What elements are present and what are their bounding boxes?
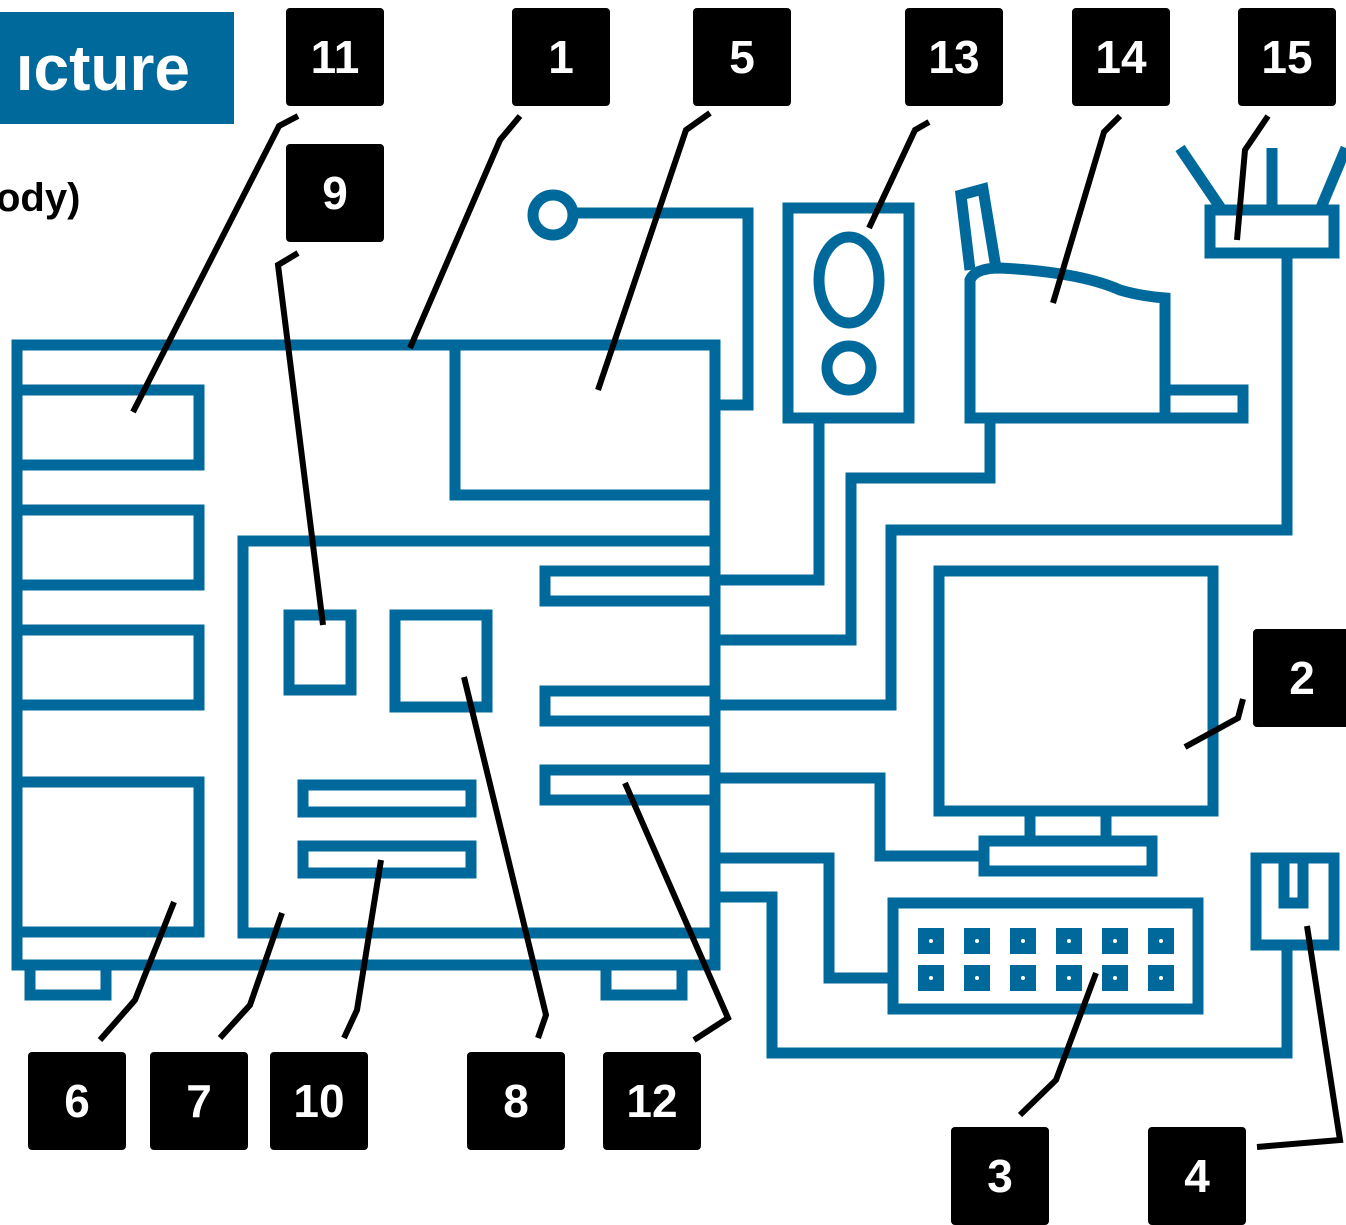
badge-5: 5 — [693, 8, 791, 106]
router-cable — [715, 253, 1293, 711]
keyboard-keys — [918, 928, 1174, 991]
keyboard — [887, 897, 1204, 1015]
subtitle: ody) — [0, 176, 81, 220]
speaker-woofer — [813, 231, 885, 329]
printer-cable — [715, 418, 996, 646]
speaker-tweeter — [821, 340, 877, 396]
microphone-cable — [573, 207, 754, 411]
motherboard — [237, 535, 721, 939]
expansion-slot-1 — [539, 565, 721, 607]
leader-6 — [97, 900, 177, 1042]
leader-1 — [407, 114, 523, 350]
leader-9 — [274, 250, 326, 626]
badge-11: 11 — [286, 8, 384, 106]
speaker-cable — [715, 418, 825, 586]
leader-8 — [461, 676, 550, 1039]
printer-paper — [954, 182, 1002, 271]
badge-2: 2 — [1253, 629, 1346, 727]
printer-body — [964, 262, 1171, 424]
microphone-head — [527, 189, 579, 241]
router-antenna-right — [1314, 145, 1346, 213]
badge-14: 14 — [1072, 8, 1170, 106]
badge-3: 3 — [951, 1127, 1049, 1225]
speaker-box — [782, 202, 915, 424]
badge-12: 12 — [603, 1052, 701, 1150]
leader-12 — [622, 781, 732, 1043]
router-body — [1204, 204, 1340, 259]
title-text: ıcture — [15, 32, 190, 104]
badge-9: 9 — [286, 144, 384, 242]
keyboard-cable — [715, 852, 893, 984]
badge-13: 13 — [905, 8, 1003, 106]
leader-11 — [130, 113, 300, 414]
mouse-body — [1250, 852, 1340, 951]
mouse-cable — [715, 891, 1293, 1059]
case-foot-right — [600, 959, 688, 1001]
power-supply-unit — [449, 339, 721, 501]
leader-10 — [341, 859, 384, 1040]
monitor-screen — [933, 565, 1219, 817]
leader-13 — [866, 119, 931, 230]
leader-lines — [97, 110, 1344, 1150]
router-antenna-left — [1175, 144, 1227, 214]
leader-15 — [1234, 114, 1271, 241]
badge-15: 15 — [1238, 8, 1336, 106]
leader-3 — [1017, 971, 1099, 1118]
monitor-cable — [715, 772, 984, 862]
leader-2 — [1183, 698, 1246, 750]
title-banner: ıcture — [0, 12, 234, 124]
mouse-button — [1278, 858, 1309, 909]
expansion-slot-2 — [539, 685, 721, 727]
memory-slot-1 — [297, 779, 477, 818]
drive-bay-2 — [11, 504, 205, 591]
drive-bay-1 — [11, 384, 205, 471]
drive-bay-3 — [11, 624, 205, 711]
power-supply — [11, 776, 205, 938]
case-foot-left — [24, 959, 112, 1001]
cpu — [389, 609, 493, 713]
badge-7: 7 — [150, 1052, 248, 1150]
leader-7 — [217, 912, 285, 1041]
monitor-base — [978, 835, 1158, 877]
badge-1: 1 — [512, 8, 610, 106]
leader-14 — [1050, 113, 1123, 304]
memory-slot-2 — [297, 840, 477, 879]
badge-6: 6 — [28, 1052, 126, 1150]
badge-10: 10 — [270, 1052, 368, 1150]
chip-small — [283, 609, 357, 696]
badge-8: 8 — [467, 1052, 565, 1150]
badge-4: 4 — [1148, 1127, 1246, 1225]
leader-4 — [1256, 925, 1344, 1150]
leader-5 — [595, 110, 712, 391]
printer-tray — [1159, 384, 1249, 424]
